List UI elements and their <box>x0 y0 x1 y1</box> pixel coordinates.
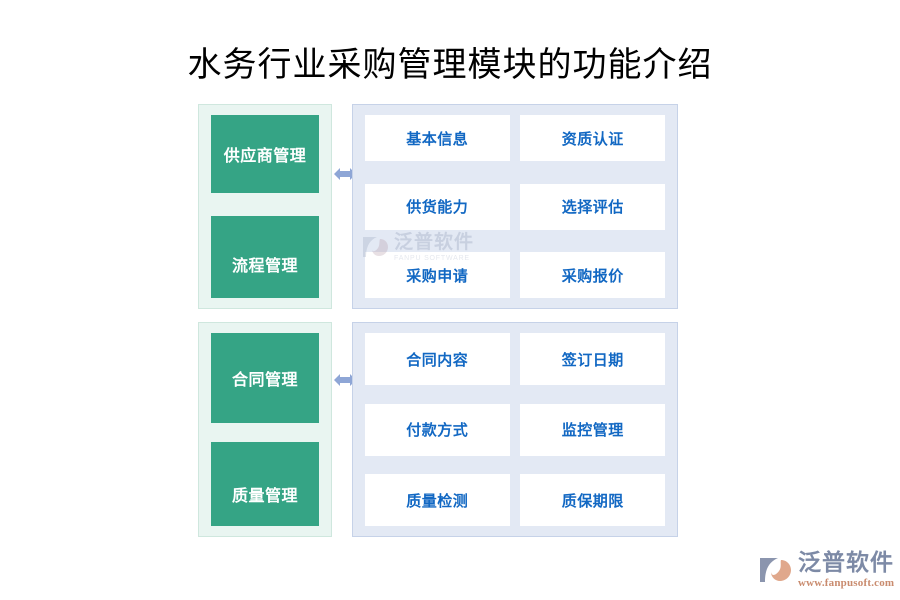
feature-box-basic-info[interactable]: 基本信息 <box>365 115 510 161</box>
feature-box-label: 合同内容 <box>406 351 469 369</box>
module-group-panel: 合同管理 质量管理 <box>198 322 332 537</box>
module-box-quality-management[interactable]: 质量管理 <box>211 442 319 526</box>
feature-box-payment-method[interactable]: 付款方式 <box>365 403 510 456</box>
double-arrow-horizontal-icon <box>334 168 356 180</box>
feature-box-label: 选择评估 <box>561 199 624 216</box>
group-connector <box>334 164 356 184</box>
feature-row: 采购申请 采购报价 <box>365 252 665 298</box>
feature-row: 合同内容 签订日期 <box>365 333 665 385</box>
feature-box-label: 采购报价 <box>561 267 624 285</box>
module-box-label: 质量管理 <box>231 488 298 505</box>
module-box-label: 流程管理 <box>231 258 298 275</box>
diagram-group-row: 供应商管理 流程管理 基本信息 资质认证 <box>198 104 678 309</box>
feature-box-supply-capacity[interactable]: 供货能力 <box>365 183 510 230</box>
feature-box-label: 采购申请 <box>406 267 469 285</box>
feature-box-label: 供货能力 <box>406 199 469 216</box>
module-box-supplier-management[interactable]: 供应商管理 <box>211 115 319 193</box>
feature-box-label: 质保期限 <box>561 492 624 510</box>
module-box-contract-management[interactable]: 合同管理 <box>211 333 319 423</box>
feature-box-warranty-period[interactable]: 质保期限 <box>520 474 665 526</box>
feature-box-contract-content[interactable]: 合同内容 <box>365 333 510 385</box>
feature-row: 基本信息 资质认证 <box>365 115 665 161</box>
feature-box-label: 签订日期 <box>561 351 624 369</box>
diagram-group-row: 合同管理 质量管理 合同内容 签订日期 <box>198 322 678 537</box>
brand-logo-cn: 泛普软件 <box>798 549 894 575</box>
group-connector <box>334 370 356 390</box>
feature-row: 付款方式 监控管理 <box>365 403 665 456</box>
feature-row: 质量检测 质保期限 <box>365 474 665 526</box>
feature-box-label: 质量检测 <box>406 492 469 510</box>
feature-box-signing-date[interactable]: 签订日期 <box>520 333 665 385</box>
brand-logo-url: www.fanpusoft.com <box>798 577 895 589</box>
feature-box-purchase-request[interactable]: 采购申请 <box>365 252 510 298</box>
feature-row: 供货能力 选择评估 <box>365 183 665 230</box>
feature-group-panel: 合同内容 签订日期 付款方式 监控管理 质量检测 <box>352 322 678 537</box>
feature-box-label: 资质认证 <box>561 130 624 148</box>
feature-group-panel: 基本信息 资质认证 供货能力 选择评估 采购申请 <box>352 104 678 309</box>
page-title: 水务行业采购管理模块的功能介绍 <box>187 47 713 84</box>
feature-box-monitoring-management[interactable]: 监控管理 <box>520 403 665 456</box>
fanpu-logo-icon <box>760 558 791 582</box>
module-box-label: 合同管理 <box>231 372 298 389</box>
feature-box-label: 基本信息 <box>406 130 469 148</box>
feature-box-quality-inspection[interactable]: 质量检测 <box>365 474 510 526</box>
module-box-label: 供应商管理 <box>223 148 307 165</box>
feature-box-label: 监控管理 <box>561 422 624 439</box>
brand-logo: 泛普软件 www.fanpusoft.com <box>757 546 897 594</box>
feature-box-label: 付款方式 <box>406 422 469 439</box>
module-group-panel: 供应商管理 流程管理 <box>198 104 332 309</box>
feature-box-selection-evaluation[interactable]: 选择评估 <box>520 183 665 230</box>
feature-box-purchase-quotation[interactable]: 采购报价 <box>520 252 665 298</box>
feature-box-qualification[interactable]: 资质认证 <box>520 115 665 161</box>
module-box-process-management[interactable]: 流程管理 <box>211 216 319 298</box>
double-arrow-horizontal-icon <box>334 374 356 386</box>
